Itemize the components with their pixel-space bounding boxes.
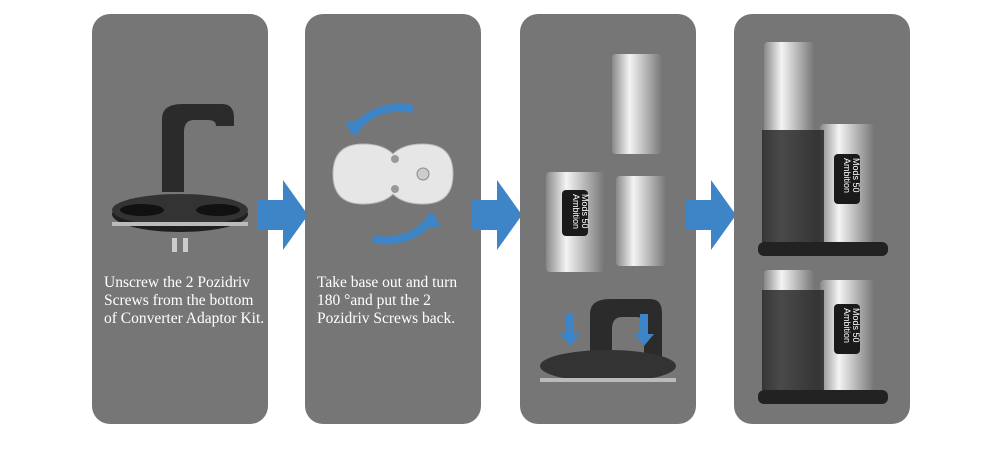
arrow-right-icon	[472, 180, 522, 250]
svg-text:Mods 50: Mods 50	[851, 158, 861, 193]
svg-text:Mods 50: Mods 50	[851, 308, 861, 343]
step-4-panel: Ambition Mods 50 Ambition Mods 50	[734, 14, 910, 424]
adaptor-base-illustration	[112, 104, 248, 252]
svg-text:Mods 50: Mods 50	[580, 194, 590, 229]
step-2-panel: Take base out and turn 180 °and put the …	[305, 14, 481, 424]
device-label: Ambition	[571, 194, 581, 229]
assembly-illustration: Ambition Mods 50	[540, 54, 676, 382]
arrow-right-icon	[686, 180, 736, 250]
svg-text:Ambition: Ambition	[842, 158, 852, 193]
step-2-caption: Take base out and turn 180 °and put the …	[317, 274, 458, 327]
step-3-panel: Ambition Mods 50	[520, 14, 696, 424]
assembled-devices-illustration: Ambition Mods 50 Ambition Mods 50	[758, 42, 888, 404]
step-1-caption: Unscrew the 2 Pozidriv Screws from the b…	[104, 274, 265, 327]
svg-text:Ambition: Ambition	[842, 308, 852, 343]
arrow-right-icon	[258, 180, 308, 250]
step-1-panel: Unscrew the 2 Pozidriv Screws from the b…	[92, 14, 268, 424]
rotate-base-illustration	[332, 103, 454, 245]
